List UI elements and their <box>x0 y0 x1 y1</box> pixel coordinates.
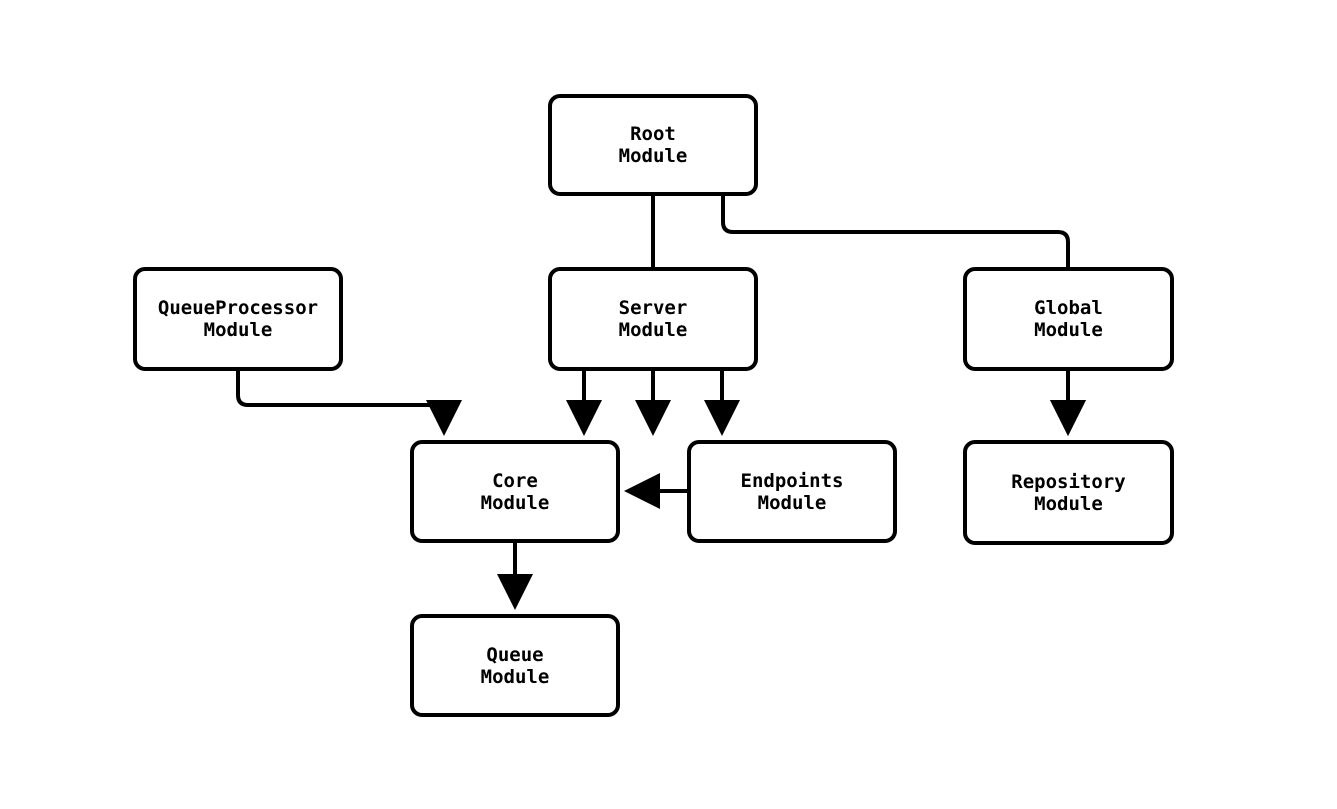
node-server[interactable]: Server Module <box>548 267 758 371</box>
node-core[interactable]: Core Module <box>410 440 620 543</box>
node-label-endpoints: Endpoints Module <box>740 469 844 514</box>
node-label-queue: Queue Module <box>480 643 550 688</box>
node-label-root: Root Module <box>618 123 688 167</box>
node-endpoints[interactable]: Endpoints Module <box>687 440 897 543</box>
node-repository[interactable]: Repository Module <box>963 440 1174 545</box>
node-label-global: Global Module <box>1034 297 1103 341</box>
edge-queueprocessor-core <box>236 371 462 436</box>
node-queue[interactable]: Queue Module <box>410 614 620 717</box>
node-label-repository: Repository Module <box>1011 470 1126 515</box>
node-label-queueprocessor: QueueProcessor Module <box>157 297 319 341</box>
node-queueprocessor[interactable]: QueueProcessor Module <box>133 267 343 371</box>
node-root[interactable]: Root Module <box>548 94 758 196</box>
node-label-core: Core Module <box>480 469 550 514</box>
node-global[interactable]: Global Module <box>963 267 1174 371</box>
node-label-server: Server Module <box>618 297 688 341</box>
